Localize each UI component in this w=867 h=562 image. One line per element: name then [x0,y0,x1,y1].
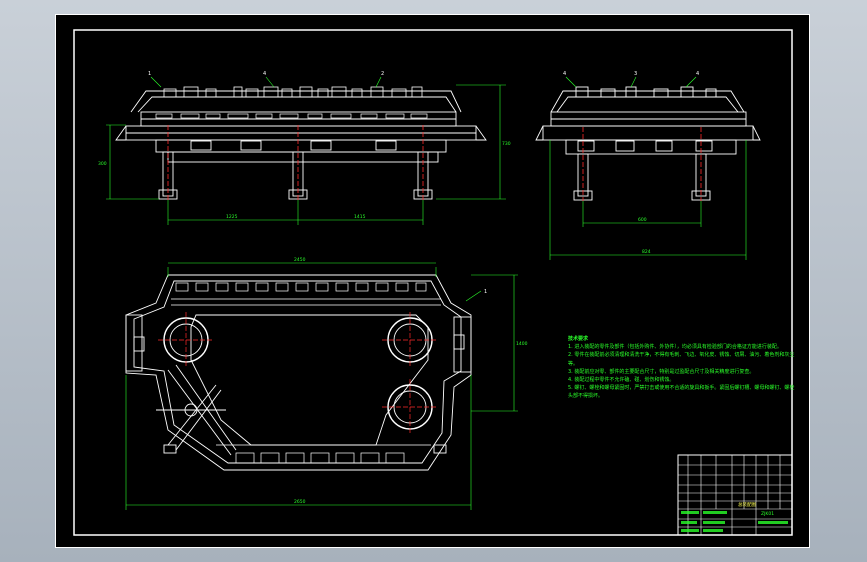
note-line-1: 1. 进入装配的零件及部件（包括外购件、外协件），均必须具有检验部门的合格证方能… [568,344,782,351]
front-view [115,86,487,200]
dim-side-outer: 824 [642,249,651,255]
balloon-side-2: 3 [634,71,637,77]
front-body-slots [155,113,428,119]
drawing-name: 总装配图 [738,501,756,508]
dim-plan-right: 1400 [516,341,528,347]
plan-bottom-comb [216,444,431,464]
balloon-plan-1: 1 [484,289,487,295]
plan-dimension-lines [125,262,518,510]
side-centerlines [582,127,702,201]
dim-front-total: 730 [502,141,511,147]
inner-frame [73,29,793,536]
note-line-5: 5. 螺钉、螺栓和螺母紧固时，严禁打击或使用不合适的旋具和扳手。紧固后螺钉槽、螺… [568,385,795,400]
drawing-sheet: 1 4 2 300 730 1225 1415 [55,14,810,548]
notes-title: 技术要求 [568,336,589,342]
balloon-front-1: 1 [148,71,151,77]
front-legs [158,151,433,200]
side-view [535,86,761,201]
front-centerlines [167,125,424,200]
note-line-4: 4. 装配过程中零件不允许磕、碰、划伤和锈蚀。 [568,377,675,384]
balloon-front-3: 2 [381,71,384,77]
dim-front-span-right: 1415 [354,214,366,220]
front-dim-texts: 300 730 1225 1415 [98,141,511,220]
front-top-fixtures [163,86,423,98]
balloon-side-3: 4 [696,71,699,77]
cad-drawing: 1 4 2 300 730 1225 1415 [73,29,793,536]
note-line-2: 2. 零件在装配前必须清理和清洗干净，不得有毛刺、飞边、氧化皮、锈蚀、切屑、油污… [568,352,795,367]
dim-plan-top: 2450 [294,257,306,263]
note-line-3: 3. 装配前应对零、部件的主要配合尺寸，特别是过盈配合尺寸及相关精度进行复查。 [568,368,755,375]
drawing-code: ZJK01 [761,511,774,517]
plan-texts: 1 2450 1400 2650 [294,257,528,505]
front-dimension-lines [106,76,506,225]
front-balloons: 1 4 2 [148,71,384,77]
plan-truss [156,364,237,456]
dim-plan-bottom: 2650 [294,499,306,505]
title-block-fills [681,511,788,532]
dim-side-inner: 600 [638,217,647,223]
balloon-front-2: 4 [263,71,266,77]
technical-notes: 技术要求 1. 进入装配的零件及部件（包括外购件、外协件），均必须具有检验部门的… [568,335,798,401]
plan-view [125,274,472,471]
side-balloons: 4 3 4 [563,71,699,77]
plan-centerlines [158,312,438,435]
title-block-texts: 总装配图 ZJK01 [738,501,774,517]
dim-front-span-left: 1225 [226,214,238,220]
balloon-side-1: 4 [563,71,566,77]
dim-front-height: 300 [98,161,107,167]
plan-top-comb [171,282,441,306]
side-dim-texts: 600 824 [638,217,651,255]
side-dimension-lines [549,76,747,260]
title-block [677,454,793,536]
